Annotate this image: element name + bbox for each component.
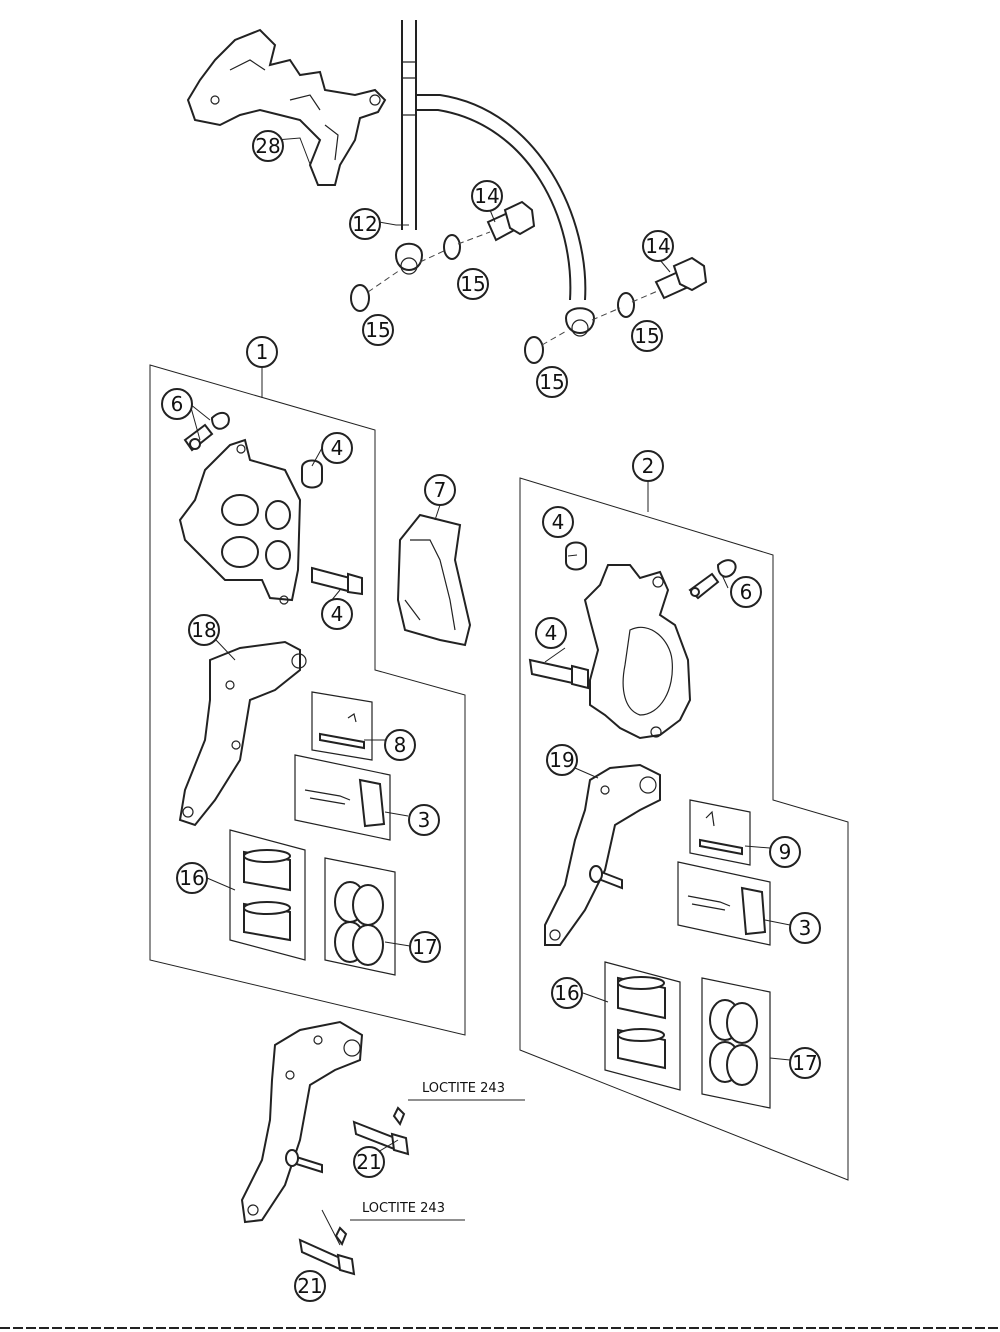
callout-28: 28 xyxy=(252,130,284,162)
callout-15-b: 15 xyxy=(362,314,394,346)
svg-text:3: 3 xyxy=(799,916,812,940)
slide-pin-left xyxy=(311,566,363,596)
svg-text:8: 8 xyxy=(394,733,407,757)
bleeder-screw-left xyxy=(183,411,230,452)
svg-text:7: 7 xyxy=(434,478,447,502)
callout-7: 7 xyxy=(424,474,456,506)
callout-6-left: 6 xyxy=(161,388,193,420)
callout-17-right: 17 xyxy=(789,1047,821,1079)
callout-4-right-upper: 4 xyxy=(542,506,574,538)
callout-15-d: 15 xyxy=(536,366,568,398)
callout-14-lower: 14 xyxy=(642,230,674,262)
piston-box-right xyxy=(604,961,681,1091)
svg-text:1: 1 xyxy=(256,340,269,364)
callout-17-left: 17 xyxy=(409,931,441,963)
callout-21-lower: 21 xyxy=(294,1270,326,1302)
callout-14-upper: 14 xyxy=(471,180,503,212)
callout-8: 8 xyxy=(384,729,416,761)
spring-kit-box-right xyxy=(677,861,771,946)
svg-text:12: 12 xyxy=(352,212,377,236)
svg-text:15: 15 xyxy=(634,324,659,348)
seal-box-left xyxy=(324,857,396,976)
svg-text:4: 4 xyxy=(331,602,344,626)
callout-19: 19 xyxy=(546,744,578,776)
callout-3-right: 3 xyxy=(789,912,821,944)
brake-line-straight xyxy=(394,20,424,275)
callout-15-a: 15 xyxy=(457,268,489,300)
callout-1: 1 xyxy=(246,336,278,368)
support-arm-right xyxy=(544,763,661,946)
pin-kit-box-left xyxy=(311,691,373,761)
pin-kit-box-right xyxy=(689,799,751,866)
spring-kit-box-left xyxy=(294,754,391,841)
support-arm-left xyxy=(178,640,307,827)
svg-text:21: 21 xyxy=(297,1274,322,1298)
svg-text:4: 4 xyxy=(331,436,344,460)
svg-text:6: 6 xyxy=(171,392,184,416)
svg-text:17: 17 xyxy=(412,935,437,959)
callout-12: 12 xyxy=(349,208,381,240)
svg-text:4: 4 xyxy=(545,621,558,645)
callout-6-right: 6 xyxy=(730,576,762,608)
slide-pin-right xyxy=(528,658,589,690)
svg-text:9: 9 xyxy=(779,840,792,864)
callout-21-upper: 21 xyxy=(353,1146,385,1178)
loctite-note-lower: LOCTITE 243 xyxy=(362,1201,445,1216)
loctite-note-upper: LOCTITE 243 xyxy=(422,1081,505,1096)
caliper-body-right xyxy=(583,564,692,740)
bleeder-screw-right xyxy=(688,559,737,600)
svg-text:21: 21 xyxy=(356,1150,381,1174)
caliper-group-2-outline xyxy=(519,477,849,1181)
callout-9: 9 xyxy=(769,836,801,868)
svg-text:28: 28 xyxy=(255,134,280,158)
banjo-bolt-lower xyxy=(654,256,708,300)
svg-text:3: 3 xyxy=(418,808,431,832)
svg-text:18: 18 xyxy=(191,618,216,642)
svg-text:2: 2 xyxy=(642,454,655,478)
caliper-body-left xyxy=(178,438,302,605)
svg-text:14: 14 xyxy=(645,234,670,258)
svg-text:17: 17 xyxy=(792,1051,817,1075)
svg-text:6: 6 xyxy=(740,580,753,604)
callout-16-left: 16 xyxy=(176,862,208,894)
callout-16-right: 16 xyxy=(551,977,583,1009)
bushing-left xyxy=(301,459,323,489)
svg-text:15: 15 xyxy=(365,318,390,342)
washers xyxy=(350,234,635,364)
callout-2: 2 xyxy=(632,450,664,482)
callout-4-left-lower: 4 xyxy=(321,598,353,630)
brake-pads xyxy=(396,513,472,647)
svg-text:14: 14 xyxy=(474,184,499,208)
piston-box-left xyxy=(229,829,306,961)
screw-upper xyxy=(352,1106,410,1156)
callout-15-c: 15 xyxy=(631,320,663,352)
callout-3-left: 3 xyxy=(408,804,440,836)
caliper-group-1-outline xyxy=(149,364,466,1036)
callout-4-left-upper: 4 xyxy=(321,432,353,464)
support-arm-bottom xyxy=(240,1020,364,1224)
banjo-bolt-upper xyxy=(486,200,536,242)
svg-text:19: 19 xyxy=(549,748,574,772)
svg-text:16: 16 xyxy=(554,981,579,1005)
svg-text:15: 15 xyxy=(460,272,485,296)
svg-text:16: 16 xyxy=(179,866,204,890)
svg-text:15: 15 xyxy=(539,370,564,394)
bushing-right xyxy=(565,541,587,571)
callout-4-right-lower: 4 xyxy=(535,617,567,649)
caliper-holder-bracket xyxy=(186,28,387,186)
svg-text:4: 4 xyxy=(552,510,565,534)
seal-box-right xyxy=(701,977,771,1109)
callout-18: 18 xyxy=(188,614,220,646)
screw-lower xyxy=(298,1226,356,1276)
